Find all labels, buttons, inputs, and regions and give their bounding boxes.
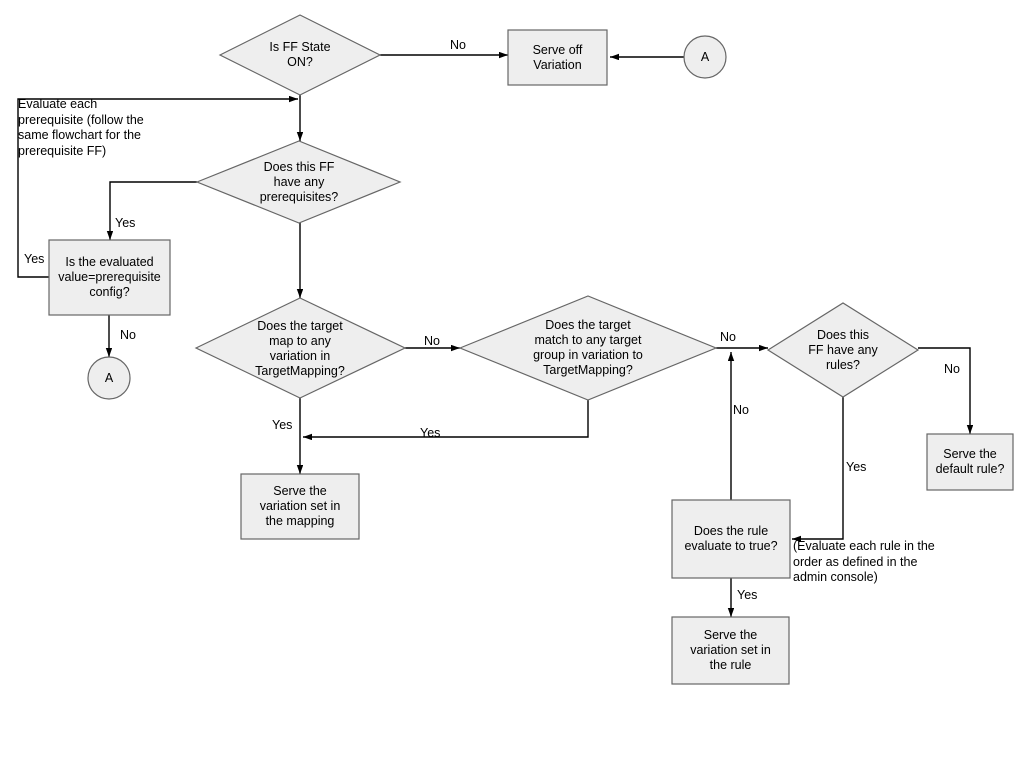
edge-evaluated-loop-back — [17, 95, 298, 278]
node-rule-evaluate-true — [671, 499, 791, 579]
node-has-prerequisites — [195, 140, 402, 224]
node-serve-off-variation — [507, 29, 608, 86]
edge-label-target-map-yes: Yes — [272, 418, 293, 432]
edge-rules-no-to-default — [918, 347, 974, 434]
edge-label-evaluated-no: No — [120, 328, 136, 342]
node-connector-a-bottom — [87, 356, 131, 400]
node-target-map-variation — [194, 297, 407, 399]
note-rule-order: (Evaluate each rule in the order as defi… — [793, 539, 935, 584]
edge-label-ff-state-no: No — [450, 38, 466, 52]
edge-label-rules-yes: Yes — [846, 460, 867, 474]
note-prerequisite: Evaluate each prerequisite (follow the s… — [18, 97, 144, 158]
edge-targetgroup-yes-to-servemapping — [303, 400, 589, 441]
edge-label-rule-eval-no: No — [733, 403, 749, 417]
edge-label-prereq-loop-yes: Yes — [24, 252, 45, 266]
node-serve-variation-mapping — [240, 473, 360, 540]
edge-label-prereq-yes: Yes — [115, 216, 136, 230]
node-target-match-group — [458, 295, 718, 401]
edge-label-rules-no: No — [944, 362, 960, 376]
node-ff-have-rules — [766, 302, 920, 398]
edge-prereq-yes-to-evaluated — [106, 181, 197, 240]
edge-label-target-group-yes: Yes — [420, 426, 441, 440]
node-ff-state-on — [218, 14, 382, 96]
node-serve-variation-rule — [671, 616, 790, 685]
edge-rules-yes-to-ruleeval — [792, 397, 844, 543]
edge-label-target-group-no: No — [720, 330, 736, 344]
node-connector-a-top — [683, 35, 727, 79]
node-serve-default-rule — [926, 433, 1014, 491]
edge-label-rule-eval-yes: Yes — [737, 588, 758, 602]
node-evaluated-value-check — [48, 239, 171, 316]
edge-label-target-map-no: No — [424, 334, 440, 348]
